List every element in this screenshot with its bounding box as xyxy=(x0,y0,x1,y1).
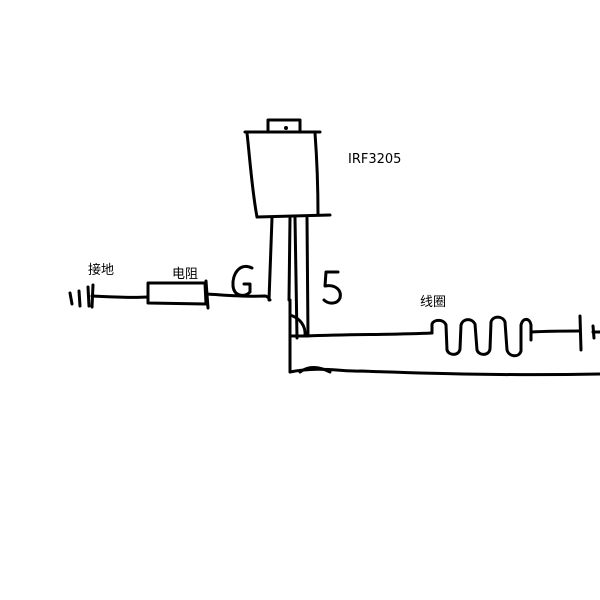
circuit-frame xyxy=(288,298,600,377)
coil-symbol xyxy=(430,315,533,358)
wire-ground-resistor xyxy=(90,294,150,299)
ground-label: 接地 xyxy=(88,263,115,278)
wire-to-coil xyxy=(304,331,434,338)
mosfet-tab xyxy=(266,118,302,134)
source-letter xyxy=(322,270,342,305)
mosfet-legs xyxy=(267,216,310,340)
mosfet-body xyxy=(243,130,332,219)
mosfet-part-label: IRF3205 xyxy=(348,152,402,167)
coil-label: 线圈 xyxy=(420,295,447,310)
wire-resistor-gate xyxy=(204,292,272,302)
resistor-symbol xyxy=(146,279,210,310)
wire-coil-battery xyxy=(529,329,582,334)
gate-letter xyxy=(231,265,254,297)
resistor-label: 电阻 xyxy=(172,267,199,282)
battery-symbol xyxy=(578,314,600,352)
ground-symbol xyxy=(68,283,95,309)
